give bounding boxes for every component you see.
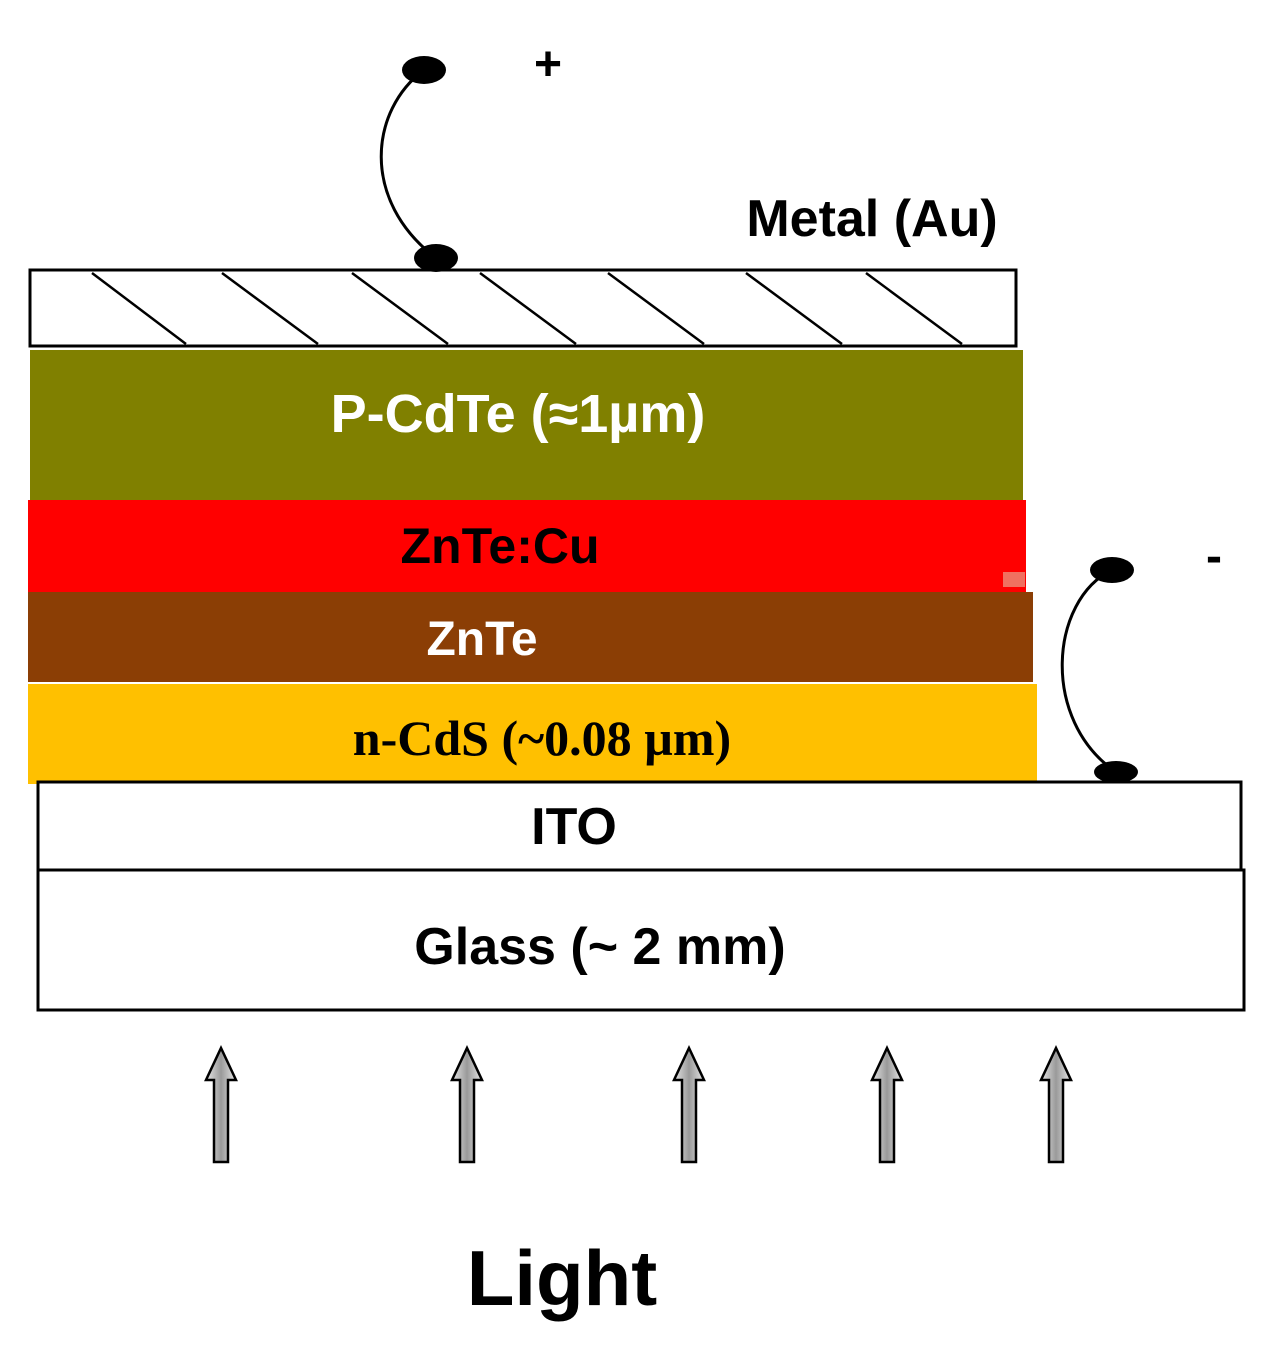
znte-label: ZnTe [426, 613, 537, 666]
glass-layer [36, 868, 1246, 1012]
glass-label: Glass (~ 2 mm) [414, 918, 785, 976]
wire-icon [379, 68, 437, 260]
terminal-dot-icon [402, 56, 446, 84]
terminal-dot-icon [1090, 557, 1134, 583]
light-label: Light [467, 1234, 658, 1322]
up-arrow-icon [204, 1045, 238, 1164]
znte-cu-notch [1003, 572, 1025, 587]
minus-sign: - [1206, 530, 1222, 583]
plus-sign: + [534, 38, 562, 91]
znte-layer [28, 592, 1033, 682]
up-arrow-icon [450, 1045, 484, 1164]
light-arrows [204, 1045, 1073, 1164]
terminal-dot-icon [1094, 761, 1138, 783]
wire-icon [1060, 568, 1117, 774]
n-cds-label: n-CdS (~0.08 µm) [353, 710, 731, 766]
metal-hatching [91, 271, 963, 346]
n-cds-layer [28, 684, 1037, 784]
metal-layer [28, 268, 1018, 348]
up-arrow-icon [1039, 1045, 1073, 1164]
positive-terminal: + [379, 38, 562, 272]
p-cdte-layer [30, 350, 1023, 500]
ito-label: ITO [531, 798, 617, 856]
ito-layer [36, 780, 1243, 872]
znte-cu-label: ZnTe:Cu [400, 518, 599, 574]
metal-label: Metal (Au) [746, 190, 997, 248]
znte-cu-layer [28, 500, 1026, 592]
p-cdte-label: P-CdTe (≈1µm) [331, 384, 706, 444]
up-arrow-icon [870, 1045, 904, 1164]
negative-terminal: - [1060, 530, 1222, 783]
terminal-dot-icon [414, 244, 458, 272]
up-arrow-icon [672, 1045, 706, 1164]
